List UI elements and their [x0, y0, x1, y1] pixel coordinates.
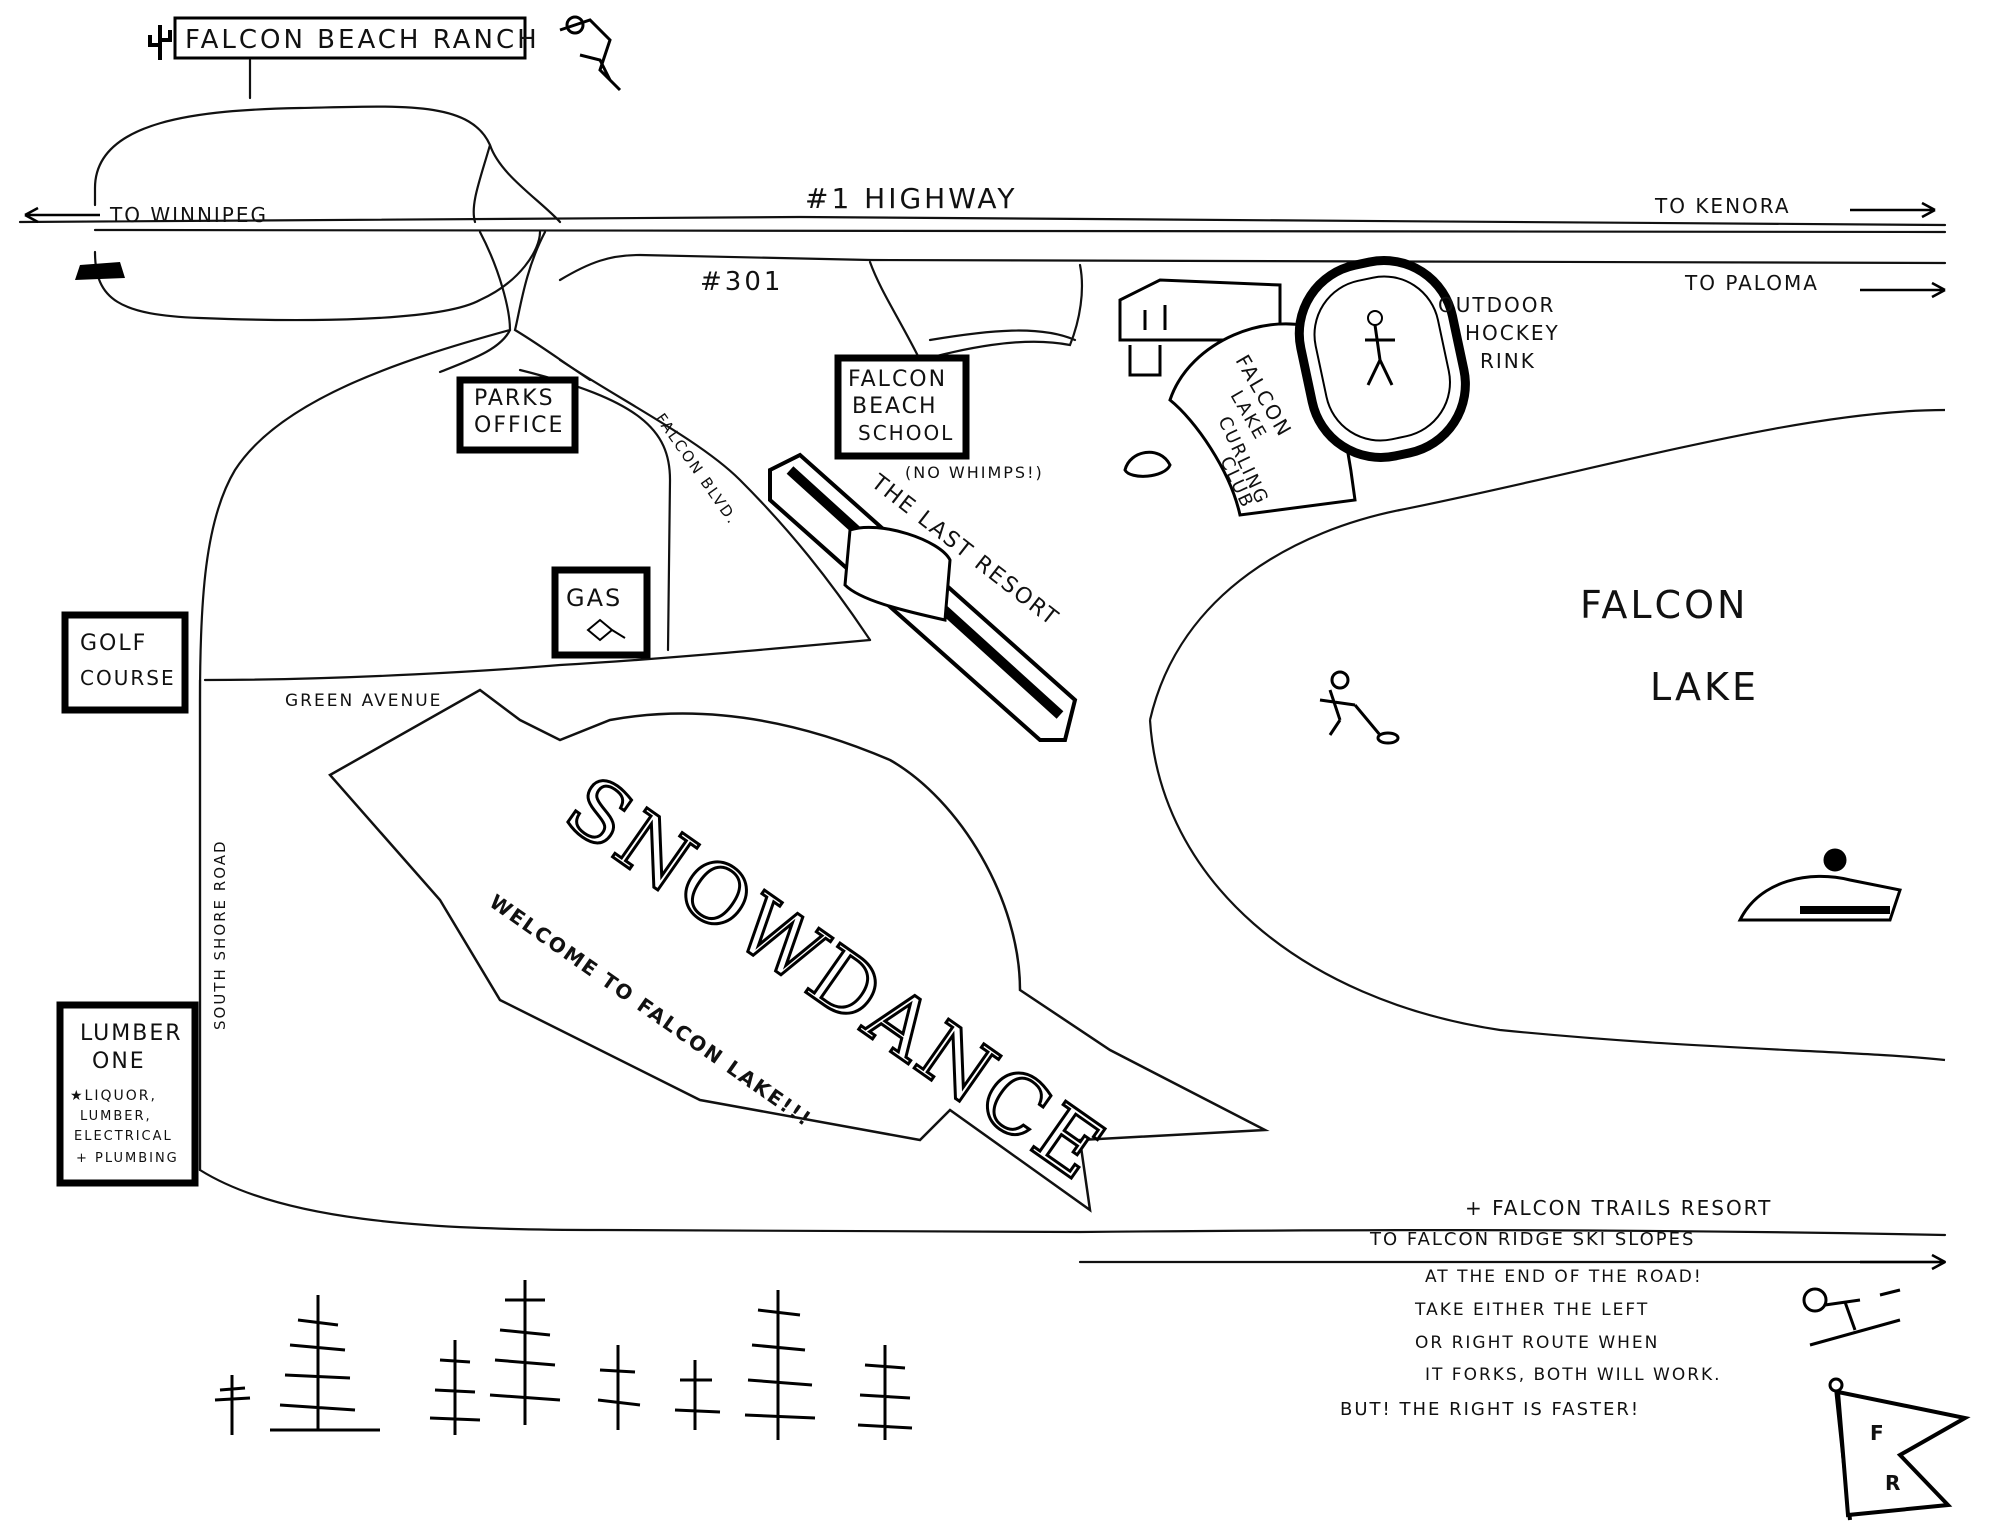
directions-line5: BUT! THE RIGHT IS FASTER!: [1340, 1399, 1640, 1420]
pine-trees: [214, 1280, 913, 1440]
lumber-detail1: ★LIQUOR,: [70, 1088, 157, 1104]
hockey-line2: HOCKEY: [1465, 321, 1560, 345]
ice-fisherman-icon: [1319, 670, 1400, 745]
golf-line1: GOLF: [80, 631, 147, 656]
fork-right: [513, 230, 592, 382]
golf-line2: COURSE: [80, 666, 176, 690]
south-shore-road-label: SOUTH SHORE ROAD: [211, 839, 229, 1030]
school-note: (NO WHIMPS!): [905, 463, 1044, 482]
lumber-line1: LUMBER: [80, 1021, 183, 1046]
pine-tree-icon: [597, 1345, 641, 1430]
ranch-loop: [93, 105, 562, 224]
directions-line3: OR RIGHT ROUTE WHEN: [1415, 1333, 1659, 1353]
directions-line4: IT FORKS, BOTH WILL WORK.: [1425, 1365, 1722, 1385]
curling-stone-icon: [1123, 450, 1172, 478]
falcon-beach-ranch: FALCON BEACH RANCH: [148, 15, 622, 92]
skier-icon: [1802, 1287, 1901, 1347]
car-icon: [75, 262, 125, 280]
to-paloma-label: TO PALOMA: [1684, 271, 1819, 295]
pine-tree-icon: [857, 1345, 913, 1440]
to-kenora-label: TO KENORA: [1654, 194, 1791, 218]
falcon-lake-shoreline: [1148, 408, 1946, 1062]
highway-1-north-edge: [18, 215, 1947, 227]
highway-1-south-edge: [93, 228, 1947, 234]
east-arrow-icon: [1860, 281, 1946, 299]
lake-name-line2: LAKE: [1650, 665, 1759, 709]
school-line1: FALCON: [848, 367, 947, 392]
parks-office: PARKS OFFICE: [456, 376, 579, 454]
pine-tree-icon: [489, 1280, 561, 1425]
falcon-trails-label: + FALCON TRAILS RESORT: [1465, 1196, 1772, 1220]
hockey-line3: RINK: [1480, 349, 1536, 373]
east-arrow-icon: [1860, 1253, 1946, 1271]
school-line3: SCHOOL: [858, 421, 954, 445]
parks-office-line2: OFFICE: [474, 413, 564, 438]
flag-letter-r: R: [1885, 1471, 1902, 1495]
lumber-detail2: LUMBER,: [80, 1109, 152, 1124]
route-301-north-edge: [558, 253, 1947, 282]
falcon-blvd-road: [558, 358, 872, 642]
gas-station: GAS: [551, 566, 651, 659]
west-arrow-icon: [24, 206, 100, 224]
flag-letter-f: F: [1870, 1421, 1886, 1445]
to-winnipeg-label: TO WINNIPEG: [109, 203, 268, 227]
cowboy-horse-icon: [559, 15, 622, 92]
hockey-line1: OUTDOOR: [1438, 293, 1555, 317]
directions-line1: AT THE END OF THE ROAD!: [1425, 1267, 1703, 1287]
gas-pump-icon: [586, 618, 626, 642]
fr-flag-logo: F R: [1828, 1377, 1971, 1521]
lumber-detail3: ELECTRICAL: [74, 1129, 173, 1144]
route-301-lower: [93, 230, 542, 322]
route-301-label: #301: [700, 267, 783, 297]
green-avenue-road: [203, 638, 872, 682]
golf-course: GOLF COURSE: [61, 611, 189, 714]
snowmobile-icon: [1737, 848, 1902, 922]
highway-1-label: #1 HIGHWAY: [805, 182, 1017, 215]
cactus-icon: [148, 25, 172, 60]
hockey-player-head-icon: [1367, 310, 1383, 326]
ranch-label: FALCON BEACH RANCH: [185, 25, 540, 55]
lumber-one: LUMBER ONE ★LIQUOR, LUMBER, ELECTRICAL +…: [56, 1001, 199, 1187]
the-last-resort: THE LAST RESORT: [768, 452, 1078, 742]
east-arrow-icon: [1850, 201, 1936, 219]
parks-office-line1: PARKS: [474, 386, 555, 411]
lumber-line2: ONE: [92, 1049, 146, 1074]
falcon-beach-school: FALCON BEACH SCHOOL (NO WHIMPS!): [834, 354, 1044, 482]
school-line2: BEACH: [852, 394, 938, 419]
outdoor-hockey-rink: OUTDOOR HOCKEY RINK: [1294, 256, 1560, 462]
school-road: [868, 260, 1084, 362]
pine-tree-icon: [270, 1295, 380, 1432]
lake-name-line1: FALCON: [1580, 583, 1748, 627]
pine-tree-icon: [744, 1290, 816, 1440]
pine-tree-icon: [214, 1375, 251, 1435]
town-loop-road: [198, 328, 1947, 1237]
lumber-detail4: + PLUMBING: [76, 1151, 179, 1166]
pine-tree-icon: [674, 1360, 721, 1430]
hockey-player-icon: [1365, 324, 1395, 386]
gas-label: GAS: [566, 584, 622, 612]
green-avenue-label: GREEN AVENUE: [285, 691, 442, 711]
roads: [18, 58, 1947, 1264]
cottage-building: [1118, 278, 1282, 377]
falcon-ridge-label: TO FALCON RIDGE SKI SLOPES: [1369, 1229, 1695, 1250]
snowdance-banner: SNOWDANCE WELCOME TO FALCON LAKE!!!: [328, 688, 1270, 1213]
directions-line2: TAKE EITHER THE LEFT: [1414, 1300, 1649, 1320]
pine-tree-icon: [429, 1340, 481, 1435]
